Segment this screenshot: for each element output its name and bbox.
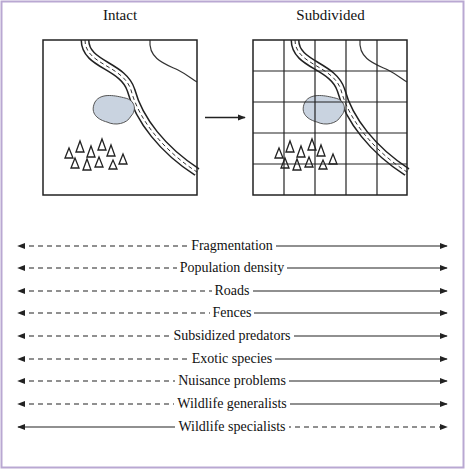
panel-heading: Subdivided (253, 6, 408, 24)
trend-label: Fragmentation (188, 238, 276, 254)
transition-arrow (205, 117, 245, 119)
map-panel: Intact (43, 6, 197, 195)
arrow-half (18, 290, 232, 291)
trend-label: Wildlife generalists (174, 396, 289, 412)
trend-label: Roads (212, 283, 253, 299)
trend-label: Wildlife specialists (175, 419, 288, 435)
arrow-half (18, 312, 232, 313)
trend-label: Nuisance problems (175, 373, 289, 389)
trend-label: Exotic species (189, 351, 275, 367)
panel-heading: Intact (43, 6, 197, 24)
map-panel: Subdivided (253, 6, 408, 195)
trend-label: Subsidized predators (170, 328, 293, 344)
arrow-half (232, 312, 447, 313)
trend-label: Population density (177, 260, 288, 276)
trend-label: Fences (210, 305, 255, 321)
arrow-half (232, 290, 447, 291)
